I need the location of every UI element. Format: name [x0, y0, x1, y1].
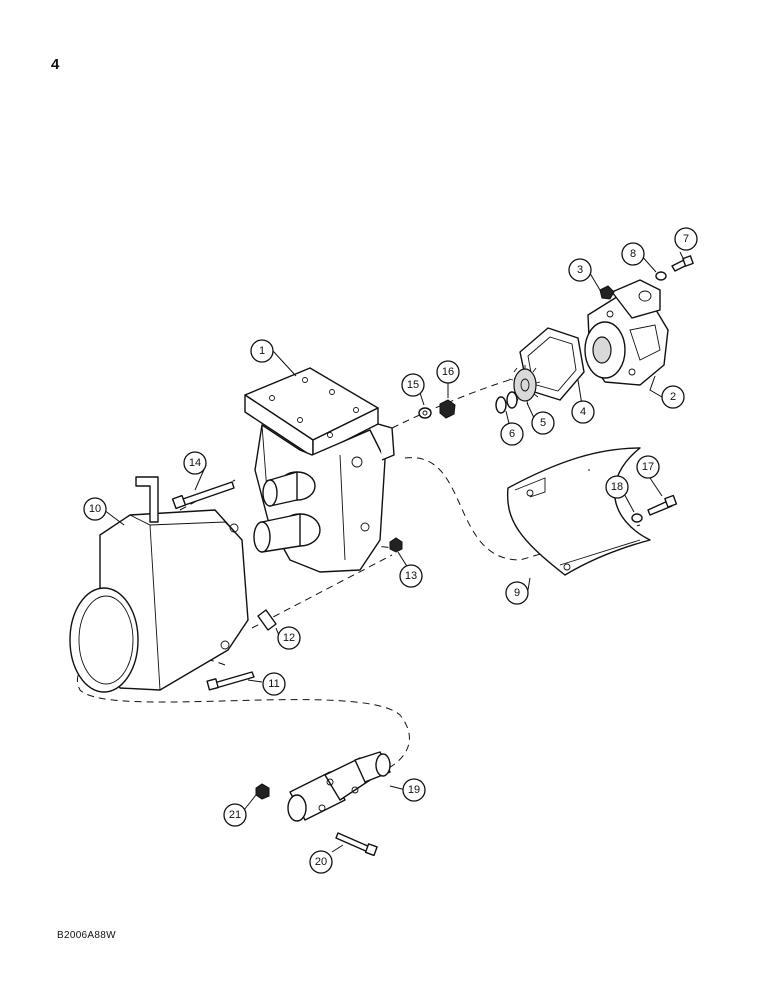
svg-text:5: 5: [540, 417, 546, 429]
part-21-nut: [255, 783, 270, 800]
callout-1: 1: [250, 339, 274, 363]
part-20-bolt: [335, 832, 378, 857]
part-11-bolt: [206, 671, 255, 691]
svg-text:10: 10: [89, 503, 101, 515]
svg-text:8: 8: [630, 248, 636, 260]
svg-text:3: 3: [577, 264, 583, 276]
part-9-guard: [506, 447, 651, 576]
svg-text:9: 9: [514, 587, 520, 599]
svg-text:6: 6: [509, 428, 515, 440]
callout-17: 17: [636, 455, 660, 479]
callout-6: 6: [500, 422, 524, 446]
svg-text:11: 11: [268, 678, 279, 690]
svg-text:13: 13: [405, 570, 417, 582]
callout-19: 19: [402, 778, 426, 802]
callout-5: 5: [531, 411, 555, 435]
callout-18: 18: [605, 475, 629, 499]
callout-7: 7: [674, 227, 698, 251]
part-13-nut: [389, 537, 403, 553]
callout-12: 12: [277, 626, 301, 650]
part-17-bolt: [647, 494, 678, 516]
leader-lines: [103, 251, 685, 853]
svg-text:4: 4: [580, 406, 586, 418]
part-1-gearbox: [244, 367, 395, 573]
svg-text:14: 14: [189, 457, 201, 469]
part-10-housing: [69, 476, 249, 693]
svg-text:12: 12: [283, 632, 295, 644]
svg-text:18: 18: [611, 481, 623, 493]
svg-text:2: 2: [670, 391, 676, 403]
svg-text:17: 17: [642, 461, 654, 473]
svg-text:16: 16: [442, 366, 454, 378]
part-12-spacer: [257, 609, 277, 631]
figure-code: B2006A88W: [57, 930, 116, 941]
svg-text:19: 19: [408, 784, 420, 796]
callout-9: 9: [505, 581, 529, 605]
callout-4: 4: [571, 400, 595, 424]
part-14-bolt: [171, 481, 235, 510]
callout-3: 3: [568, 258, 592, 282]
part-16-nut: [439, 399, 456, 419]
part-8-washer: [655, 271, 667, 281]
part-15-washer: [418, 407, 432, 419]
callout-8: 8: [621, 242, 645, 266]
callout-13: 13: [399, 564, 423, 588]
part-7-bolt: [671, 255, 694, 272]
svg-text:21: 21: [229, 809, 241, 821]
part-5-gear: [508, 365, 541, 406]
svg-text:15: 15: [407, 379, 419, 391]
svg-text:1: 1: [259, 345, 265, 357]
part-6-rings: [495, 391, 518, 414]
part-2-pump: [584, 279, 669, 386]
part-18-washer: [631, 513, 643, 523]
callout-10: 10: [83, 497, 107, 521]
callout-21: 21: [223, 803, 247, 827]
callout-16: 16: [436, 360, 460, 384]
callout-20: 20: [309, 850, 333, 874]
svg-text:7: 7: [683, 233, 689, 245]
callout-11: 11: [262, 672, 286, 696]
callout-2: 2: [661, 385, 685, 409]
page-number: 4: [51, 56, 60, 73]
callout-15: 15: [401, 373, 425, 397]
part-19-u-joint: [287, 751, 391, 822]
callout-14: 14: [183, 451, 207, 475]
part-3-fitting: [599, 285, 615, 300]
svg-text:20: 20: [315, 856, 327, 868]
